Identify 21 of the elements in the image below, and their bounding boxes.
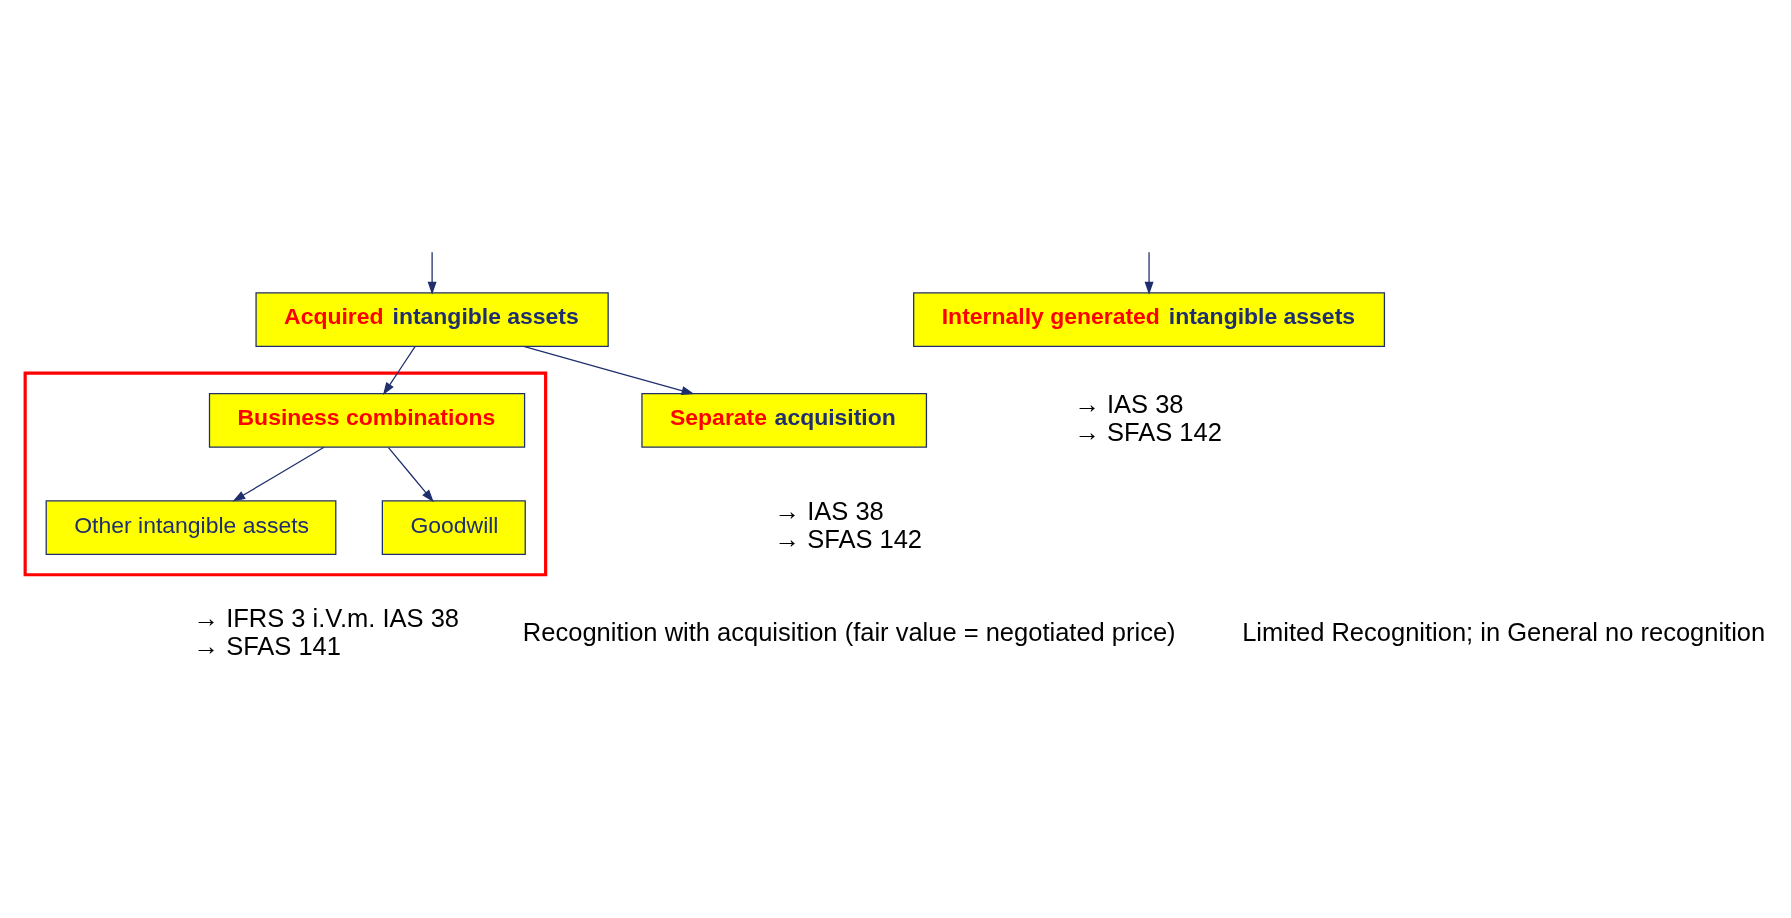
node-box: Internally generated intangible assets bbox=[913, 291, 1386, 347]
arrow bbox=[1144, 251, 1154, 295]
node-box: Acquired intangible assets bbox=[255, 291, 609, 347]
node-box: Separate acquisition bbox=[641, 392, 928, 448]
node-label: → IFRS 3 i.V.m. IAS 38 bbox=[193, 603, 460, 632]
cluster bbox=[23, 371, 548, 576]
node-label: → SFAS 142 bbox=[1074, 417, 1222, 446]
node-label: → SFAS 142 bbox=[774, 524, 923, 553]
label: Limited Recognition; in General no recognition bbox=[1242, 617, 1766, 646]
arrow bbox=[427, 251, 437, 295]
arrow bbox=[387, 446, 434, 502]
arrow bbox=[232, 446, 325, 502]
label: Recognition with acquisition (fair value = negotiated price) bbox=[522, 617, 1176, 646]
node-label: → IAS 38 bbox=[774, 496, 884, 525]
node-box: Other intangible assets bbox=[45, 499, 337, 555]
arrow bbox=[382, 345, 416, 395]
node-box: Goodwill bbox=[381, 499, 526, 555]
node-label: → SFAS 141 bbox=[193, 631, 341, 660]
node-box: Business combinations bbox=[208, 392, 526, 448]
arrow bbox=[523, 345, 695, 395]
node-label: → IAS 38 bbox=[1074, 389, 1184, 418]
